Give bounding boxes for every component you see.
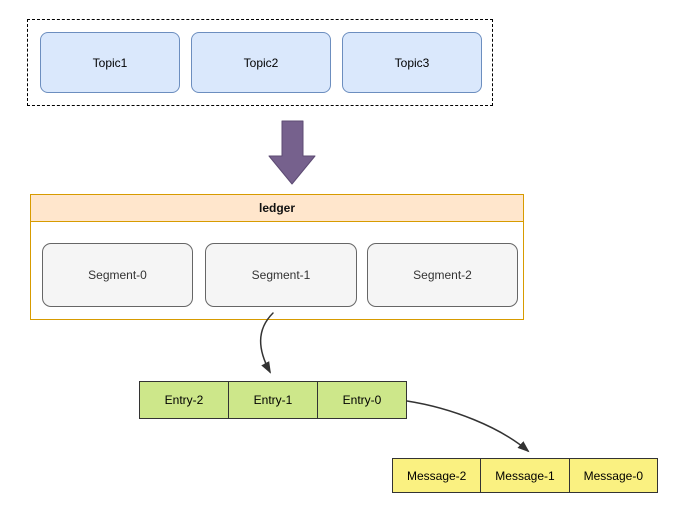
message-cell: Message-0 (568, 459, 657, 492)
segment-node-1: Segment-1 (205, 243, 357, 307)
entry-cell: Entry-0 (317, 382, 406, 418)
entry-label: Entry-1 (253, 393, 293, 407)
message-label: Message-2 (406, 468, 467, 483)
topic-node-2: Topic2 (191, 32, 331, 93)
ledger-header: ledger (31, 195, 523, 222)
segment-label: Segment-2 (413, 268, 472, 282)
down-arrow-icon (268, 120, 316, 185)
segment-to-entry-arrow (259, 312, 274, 374)
topic-node-1: Topic1 (40, 32, 180, 93)
message-cell: Message-1 (480, 459, 569, 492)
segment-node-2: Segment-2 (367, 243, 518, 307)
entry-label: Entry-0 (342, 393, 382, 407)
topic-label: Topic1 (92, 55, 128, 70)
entry-label: Entry-2 (164, 393, 204, 407)
segment-node-0: Segment-0 (42, 243, 193, 307)
entry-to-message-arrow (406, 400, 530, 453)
topic-label: Topic2 (243, 55, 279, 70)
topic-node-3: Topic3 (342, 32, 482, 93)
topic-label: Topic3 (394, 55, 430, 70)
segment-label: Segment-1 (251, 268, 311, 282)
message-cell: Message-2 (393, 459, 481, 492)
message-label: Message-0 (583, 468, 643, 483)
entry-cell: Entry-2 (140, 382, 228, 418)
entry-cell: Entry-1 (228, 382, 317, 418)
ledger-title: ledger (258, 201, 295, 215)
message-label: Message-1 (495, 468, 555, 483)
message-row: Message-2 Message-1 Message-0 (392, 458, 658, 493)
segment-label: Segment-0 (88, 268, 147, 282)
entry-row: Entry-2 Entry-1 Entry-0 (139, 381, 407, 419)
